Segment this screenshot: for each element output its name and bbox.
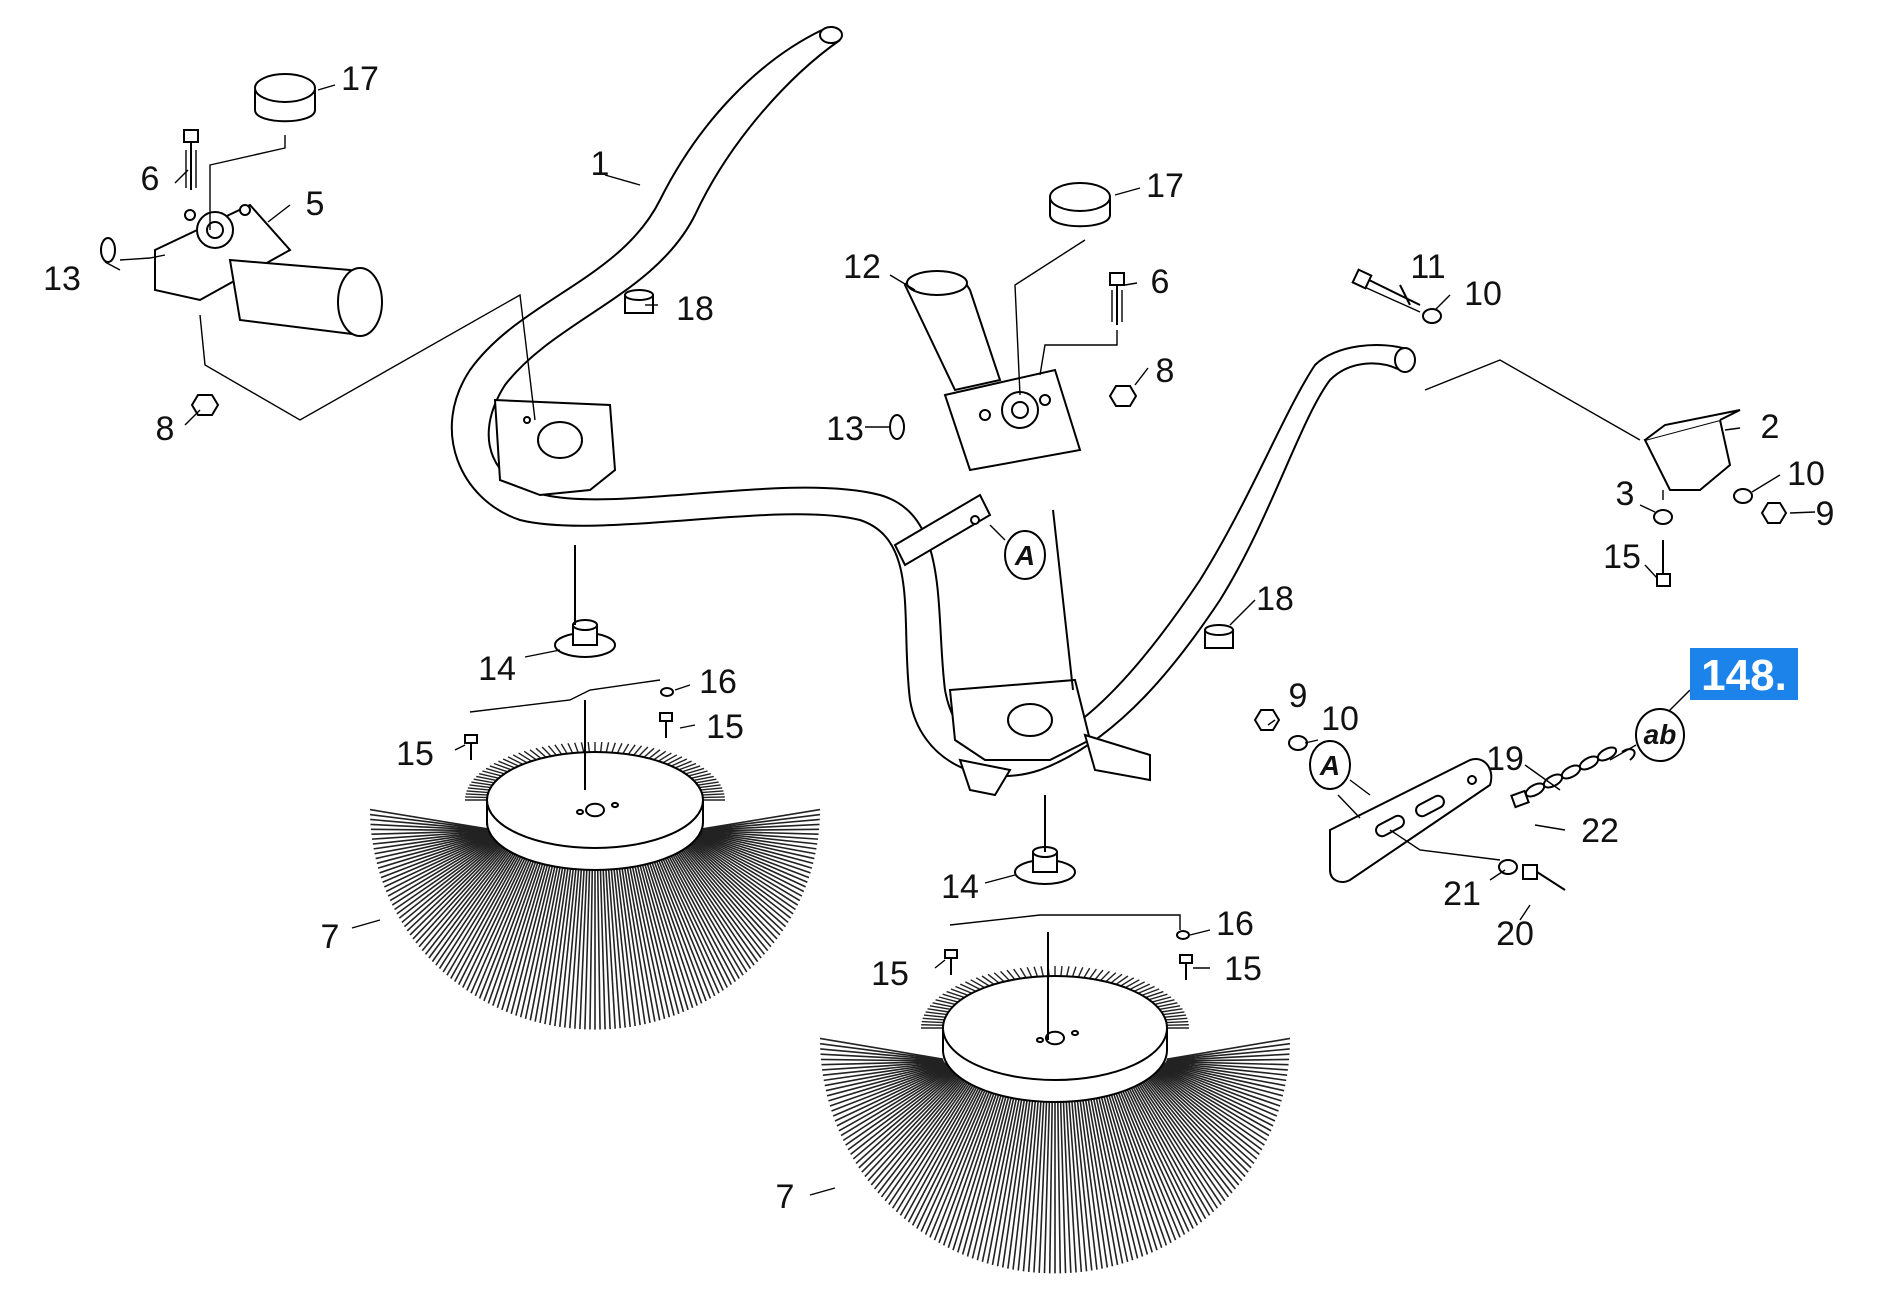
left-brush (369, 741, 821, 1030)
frame-tube (450, 26, 1416, 797)
left-cap (254, 73, 316, 123)
callout-14-right: 14 (941, 868, 979, 906)
callout-6-left: 6 (141, 160, 160, 198)
callout-17-center: 17 (1146, 167, 1184, 205)
callout-22: 22 (1581, 812, 1619, 850)
callout-labels: 1 2 3 5 6 6 7 7 8 8 9 9 10 10 10 11 12 1… (43, 60, 1834, 1216)
callout-14-left: 14 (478, 650, 516, 688)
reference-mark-ab: ab (1635, 708, 1685, 762)
leader-lines (104, 84, 1816, 1196)
callout-15-left-a: 15 (396, 735, 434, 773)
callout-18-right: 18 (1256, 580, 1294, 618)
callout-7-right: 7 (776, 1178, 795, 1216)
left-motor-assembly (154, 203, 383, 337)
right-bracket-assembly (1351, 268, 1788, 587)
callout-13-left: 13 (43, 260, 81, 298)
center-cap (1049, 182, 1111, 228)
center-nut (1108, 385, 1138, 407)
callout-12: 12 (843, 248, 881, 286)
callout-17-left: 17 (341, 60, 379, 98)
callout-7-left: 7 (321, 918, 340, 956)
reference-mark-a-plate: A (1309, 740, 1351, 790)
right-brush (819, 966, 1291, 1274)
left-bolt (183, 129, 199, 190)
reference-mark-a-frame: A (1004, 530, 1046, 580)
callout-10-bracket: 10 (1787, 455, 1825, 493)
left-pin (100, 237, 116, 263)
callout-3: 3 (1616, 475, 1635, 513)
callout-15-bracket: 15 (1603, 538, 1641, 576)
callout-18-left: 18 (676, 290, 714, 328)
page-number-badge: 148. (1690, 648, 1798, 700)
center-bolt (1109, 272, 1125, 325)
callout-19: 19 (1486, 740, 1524, 778)
left-nut (190, 394, 220, 416)
callout-1: 1 (591, 145, 610, 183)
reference-mark-a-frame-text: A (1014, 540, 1035, 571)
reference-mark-a-plate-text: A (1319, 750, 1340, 781)
callout-15-right-b: 15 (1224, 950, 1262, 988)
left-hub (554, 545, 616, 790)
left-grommet (624, 289, 654, 314)
chain-hook (1621, 748, 1636, 761)
callout-10-top: 10 (1464, 275, 1502, 313)
chain-link (1596, 746, 1618, 762)
callout-15-right-a: 15 (871, 955, 909, 993)
screws (464, 687, 1193, 980)
callout-8-center: 8 (1156, 352, 1175, 390)
chain-link (1560, 764, 1582, 780)
callout-5: 5 (306, 185, 325, 223)
right-grommet (1204, 624, 1234, 649)
callout-20: 20 (1496, 915, 1534, 953)
reference-mark-ab-text: ab (1644, 719, 1677, 750)
callout-13-center: 13 (826, 410, 864, 448)
callout-15-left-b: 15 (706, 708, 744, 746)
callout-9-plate: 9 (1289, 677, 1308, 715)
callout-8-left: 8 (156, 410, 175, 448)
chain-link (1542, 773, 1564, 789)
center-motor-assembly (903, 270, 1082, 472)
callout-6-center: 6 (1151, 263, 1170, 301)
callout-10-plate: 10 (1321, 700, 1359, 738)
chain-link (1524, 782, 1546, 798)
right-hub (1014, 509, 1076, 1040)
chain-link (1578, 755, 1600, 771)
callout-2: 2 (1761, 408, 1780, 446)
callout-16-right: 16 (1216, 905, 1254, 943)
deflector-plate-assembly (1253, 709, 1636, 891)
callout-16-left: 16 (699, 663, 737, 701)
center-pin (889, 414, 905, 440)
callout-9-bracket: 9 (1816, 495, 1835, 533)
callout-11: 11 (1410, 248, 1445, 286)
page-number-text: 148. (1701, 651, 1787, 700)
callout-21: 21 (1443, 875, 1481, 913)
